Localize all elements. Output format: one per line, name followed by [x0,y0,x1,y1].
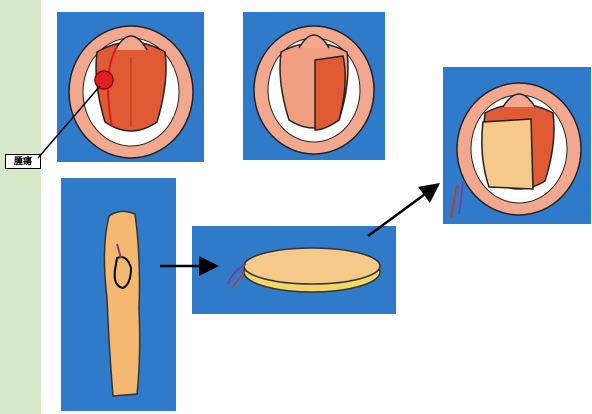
tumor-label: 腫瘍 [5,154,41,169]
mouth-resected-panel [243,12,385,160]
mouth-with-tumor-panel [57,12,204,162]
sidebar-strip [0,0,41,414]
mouth-reconstructed-illustration [443,67,591,224]
forearm-flap-panel [61,178,176,411]
tumor-label-text: 腫瘍 [14,157,32,167]
mouth-resected-illustration [243,12,385,160]
harvested-flap-illustration [192,226,396,314]
mouth-reconstructed-panel [443,67,591,224]
mouth-with-tumor-illustration [57,12,204,162]
forearm-flap-illustration [61,178,176,411]
harvested-flap-panel [192,226,396,314]
